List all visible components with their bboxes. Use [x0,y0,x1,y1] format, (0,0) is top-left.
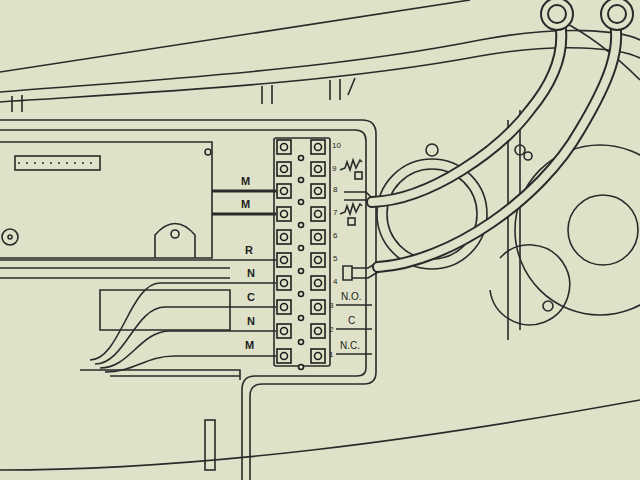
terminal-screw-head [281,234,288,241]
link-hole [299,156,304,161]
terminal-screw-head [315,353,322,360]
wire-label: M [241,176,250,187]
terminal-screw [311,162,325,176]
terminal-screw-head [315,280,322,287]
terminal-screw [277,253,291,267]
terminal-screw [311,276,325,290]
terminal-screw [277,162,291,176]
terminal-screw-head [281,280,288,287]
link-hole [299,269,304,274]
terminal-screw-head [315,328,322,335]
link-hole [299,292,304,297]
terminal-screw-head [315,257,322,264]
terminal-screw-head [281,353,288,360]
terminal-number: 6 [333,232,337,240]
terminal-screw [311,184,325,198]
terminal-screw [277,230,291,244]
terminal-screw [277,184,291,198]
terminal-screw-head [315,144,322,151]
wire-label: R [245,245,253,256]
terminal-screw [277,207,291,221]
terminal-screw-head [315,188,322,195]
terminal-number: 5 [333,255,337,263]
terminal-screw-head [281,304,288,311]
wire-label: M [241,199,250,210]
wire-label: M [245,340,254,351]
terminal-screw [277,324,291,338]
terminal-screw [311,207,325,221]
terminal-screw [311,324,325,338]
terminal-screw-head [281,188,288,195]
terminal-number: 7 [333,209,337,217]
terminal-screw [277,140,291,154]
link-hole [299,365,304,370]
terminal-screw [277,349,291,363]
link-hole [299,316,304,321]
link-hole [299,340,304,345]
terminal-screw-head [281,166,288,173]
terminal-screw [277,300,291,314]
terminal-number: 9 [332,165,336,173]
link-hole [299,178,304,183]
terminal-screw [311,140,325,154]
terminal-screw-head [281,257,288,264]
terminal-screw-head [315,166,322,173]
link-hole [299,246,304,251]
contact-label: N.O. [341,292,362,302]
terminal-screw [311,253,325,267]
contact-label: C [348,316,355,326]
terminal-screw [311,300,325,314]
link-hole [299,200,304,205]
terminal-number: 3 [329,302,333,310]
wire-label: N [247,268,255,279]
terminal-screw [277,276,291,290]
terminal-screw-head [315,304,322,311]
terminal-screw [311,349,325,363]
wire-label: N [247,316,255,327]
link-hole [299,223,304,228]
terminal-screw-head [315,211,322,218]
terminal-number: 8 [333,186,337,194]
terminal-screw-head [281,144,288,151]
terminal-screw-head [281,211,288,218]
terminal-number: 2 [329,326,333,334]
terminal-number: 1 [329,351,333,359]
wire-label: C [247,292,255,303]
terminal-number: 4 [333,278,337,286]
terminal-number: 10 [332,142,341,150]
terminal-screw-head [315,234,322,241]
contact-label: N.C. [340,341,360,351]
terminal-screw [311,230,325,244]
terminal-screw-head [281,328,288,335]
